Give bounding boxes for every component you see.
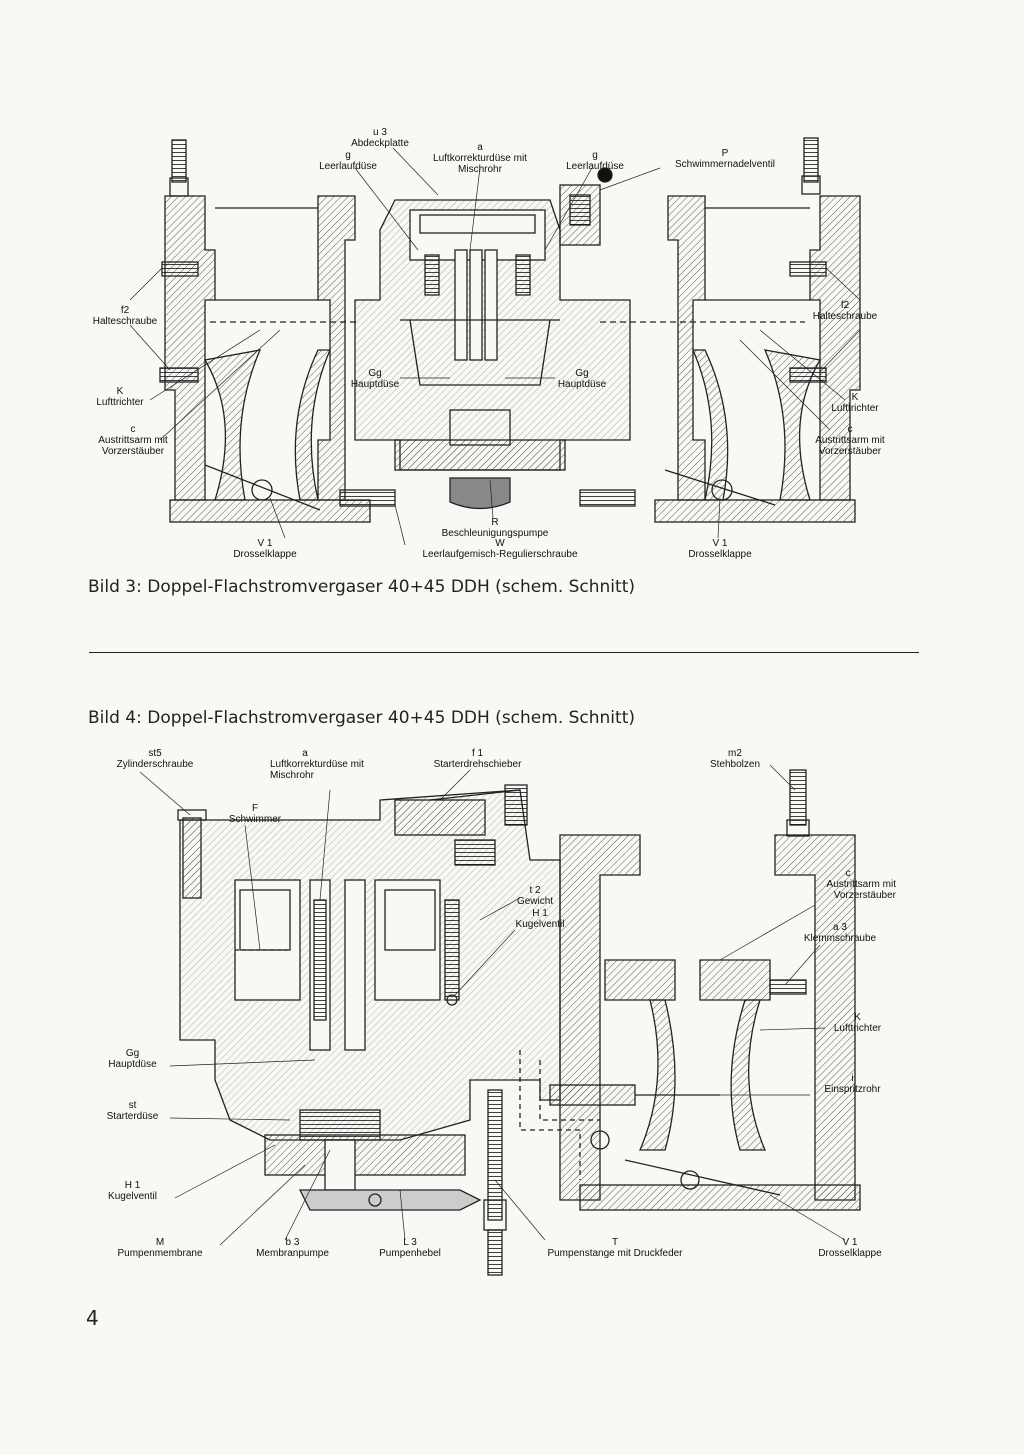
page-number: 4 <box>86 1306 99 1330</box>
stud-left <box>171 139 187 183</box>
figure4-caption: Bild 4: Doppel-Flachstromvergaser 40+45 … <box>88 708 635 728</box>
figure3-caption: Bild 3: Doppel-Flachstromvergaser 40+45 … <box>88 577 635 597</box>
stud-right <box>803 137 819 183</box>
separator-rule <box>89 652 919 653</box>
